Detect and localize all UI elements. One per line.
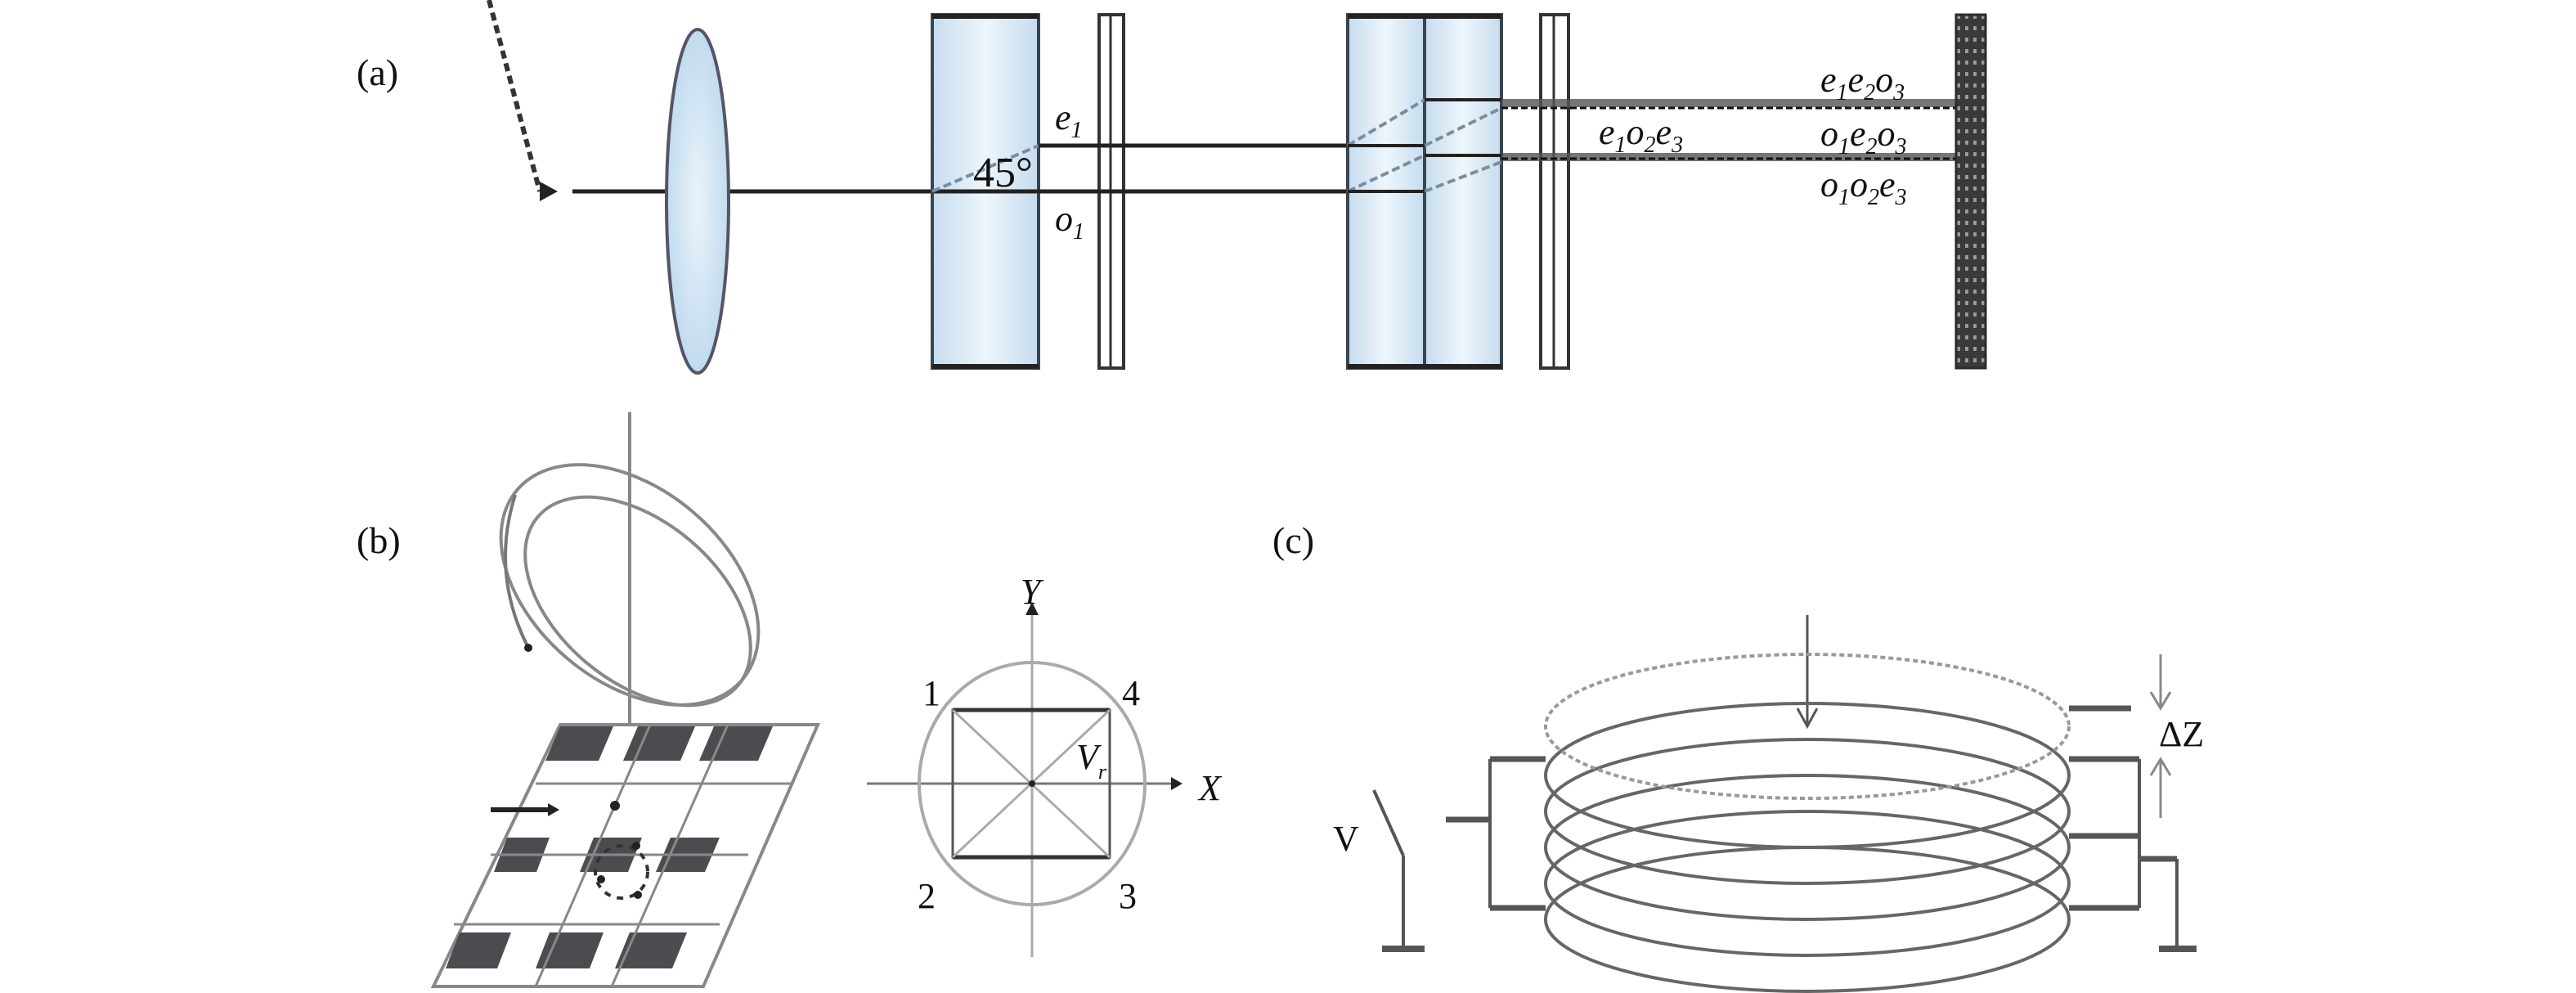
lens — [665, 28, 730, 375]
voltage-switch — [1372, 789, 1425, 952]
middle-beam-label: e1o2e3 — [1599, 112, 1683, 158]
detector-screen — [1954, 13, 1987, 370]
delta-z-label: ΔZ — [2159, 714, 2204, 754]
rotating-ring — [499, 463, 761, 708]
corner-1-label: 1 — [922, 673, 940, 713]
x-axis-label: X — [1197, 768, 1223, 808]
rotation-arrow-icon — [504, 494, 529, 647]
panel-b-label: (b) — [357, 519, 401, 561]
disk-stack — [1544, 653, 2071, 993]
o1-label: o1 — [1055, 199, 1084, 245]
panel-c: (c) V — [1272, 519, 2204, 993]
output-label-2: o1e2o3 — [1820, 114, 1907, 160]
corner-2-label: 2 — [918, 876, 936, 916]
panel-a: (a) 45° e1 o1 — [357, 0, 1987, 375]
vr-label: Vr — [1076, 737, 1107, 784]
panel-c-label: (c) — [1272, 519, 1314, 561]
displaced-disk — [1544, 653, 2071, 800]
pixel-grid — [430, 723, 821, 988]
delta-z-indicator — [2149, 654, 2172, 818]
crystal-3 — [1423, 13, 1503, 370]
right-electrodes — [2069, 705, 2197, 952]
output-label-1: e1e2o3 — [1820, 60, 1905, 106]
output-label-3: o1o2e3 — [1820, 164, 1907, 210]
quadrant-detector — [867, 602, 1183, 957]
y-axis-label: Y — [1021, 572, 1044, 612]
corner-4-label: 4 — [1122, 673, 1140, 713]
input-arrow-icon — [487, 0, 558, 201]
panel-a-label: (a) — [357, 52, 398, 93]
angle-label: 45° — [973, 150, 1033, 196]
grid-dark-squares — [446, 726, 773, 968]
panel-b: (b) — [357, 412, 1223, 988]
voltage-label: V — [1333, 819, 1359, 859]
e1-label: e1 — [1055, 97, 1083, 143]
left-electrodes — [1446, 756, 1546, 911]
corner-3-label: 3 — [1119, 876, 1137, 916]
